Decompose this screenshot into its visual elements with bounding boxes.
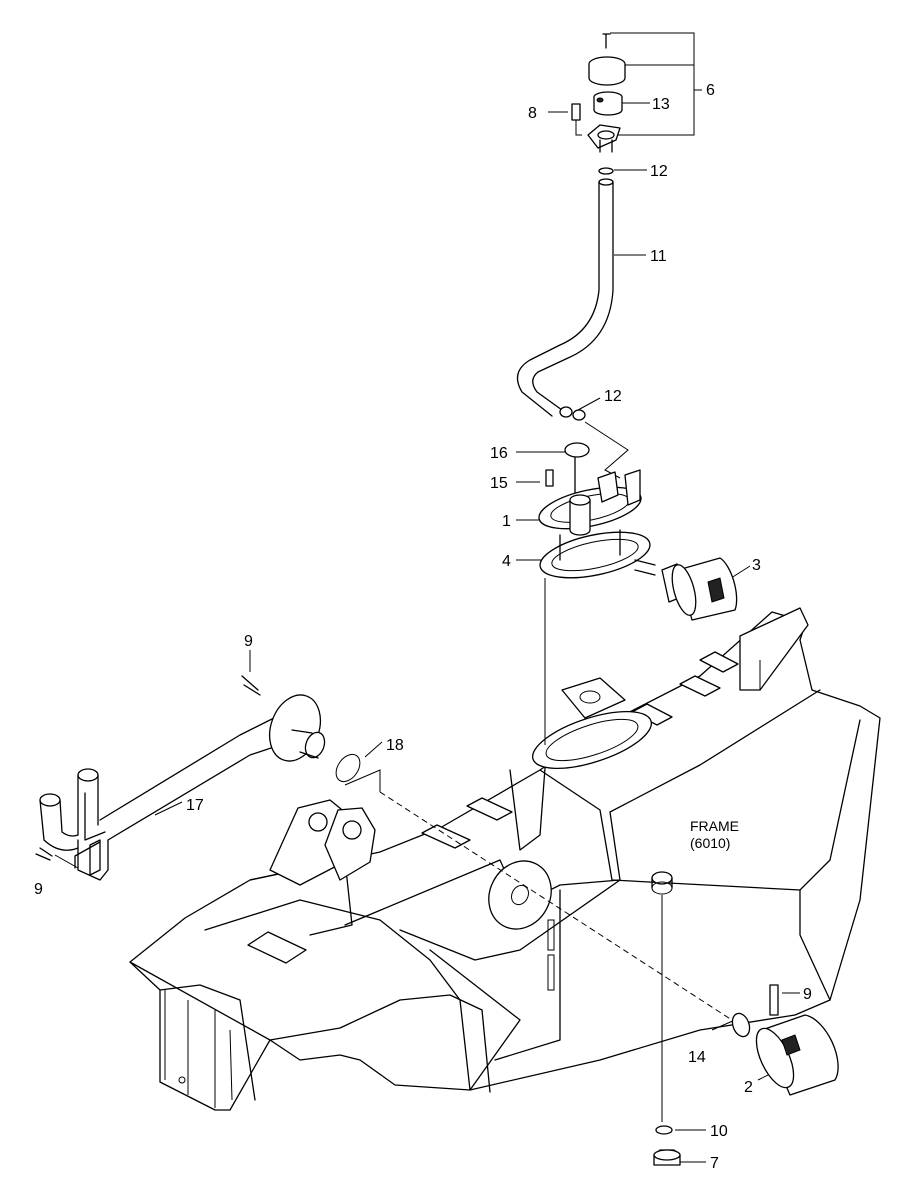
return-filter bbox=[661, 557, 738, 621]
frame-label: FRAME bbox=[690, 818, 739, 834]
callout-14: 14 bbox=[688, 1049, 706, 1066]
callout-2: 2 bbox=[744, 1079, 753, 1096]
callout-12-top: 12 bbox=[650, 163, 668, 180]
callout-16: 16 bbox=[490, 445, 508, 462]
callout-12-lower: 12 bbox=[604, 388, 622, 405]
callout-15: 15 bbox=[490, 475, 508, 492]
callout-7: 7 bbox=[710, 1155, 719, 1172]
callout-9-left-top: 9 bbox=[244, 633, 253, 650]
callout-17: 17 bbox=[186, 797, 204, 814]
callout-18: 18 bbox=[386, 737, 404, 754]
callout-6: 6 bbox=[706, 82, 715, 99]
callout-9-right: 9 bbox=[803, 986, 812, 1003]
tank-cover-assembly bbox=[538, 442, 656, 579]
suction-strainer-assembly bbox=[653, 984, 839, 1166]
air-breather-assembly bbox=[571, 33, 626, 153]
callout-8: 8 bbox=[528, 105, 537, 122]
callout-1: 1 bbox=[502, 513, 511, 530]
callout-4: 4 bbox=[502, 553, 511, 570]
callout-10: 10 bbox=[710, 1123, 728, 1140]
callout-3: 3 bbox=[752, 557, 761, 574]
suction-pipe-assembly bbox=[35, 675, 361, 881]
frame-code: (6010) bbox=[690, 835, 730, 851]
callout-13: 13 bbox=[652, 96, 670, 113]
breather-hose bbox=[516, 167, 614, 421]
callout-11: 11 bbox=[650, 248, 667, 265]
callout-9-left-bottom: 9 bbox=[34, 881, 43, 898]
